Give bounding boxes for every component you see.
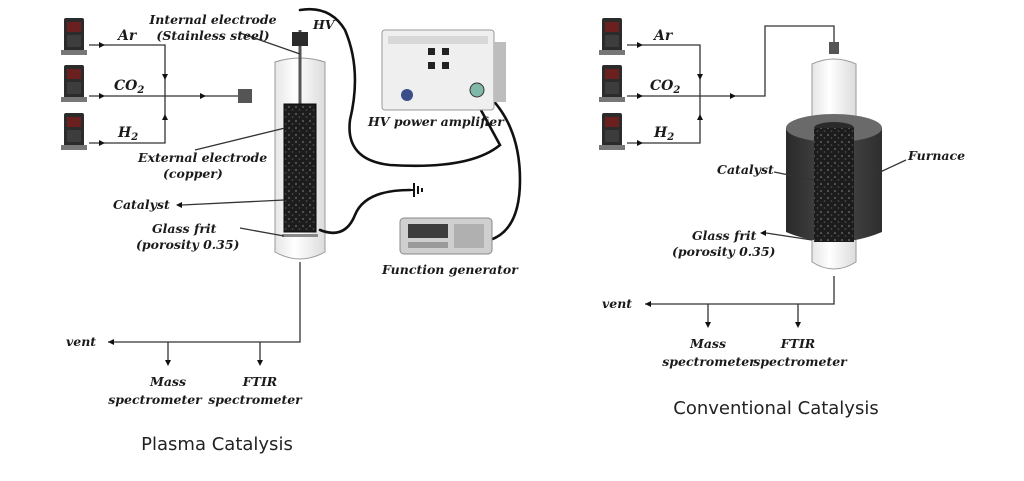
flow-arrow (99, 140, 105, 146)
catalyst-bed-external-electrode (283, 103, 317, 233)
flow-arrow (162, 114, 168, 120)
ftir-spectrometer-label-line2: spectrometer (753, 354, 848, 369)
conventional-catalysis-caption: Conventional Catalysis (673, 398, 878, 419)
glass-frit-label: Glass frit (692, 228, 757, 243)
hv-power-amplifier-label: HV power amplifier (367, 114, 505, 129)
hv-cable (298, 7, 502, 168)
mass-flow-controller-co2 (61, 65, 87, 102)
gas-label-ar: Ar (116, 28, 138, 44)
function-generator-label: Function generator (381, 262, 519, 277)
mass-spectrometer-label-line2: spectrometer (662, 354, 757, 369)
vent-label: vent (602, 296, 632, 311)
internal-electrode-material-label: (Stainless steel) (156, 28, 269, 43)
plasma-catalysis-caption: Plasma Catalysis (141, 434, 293, 455)
conventional-catalysis-setup: Ar CO2 H2 Catalyst Furnace Glass frit (p… (599, 18, 965, 419)
gas-line-h2 (89, 96, 166, 144)
glass-frit-label: Glass frit (152, 221, 217, 236)
gas-line-co2 (627, 25, 835, 97)
mass-spectrometer-label-line1: Mass (149, 374, 186, 389)
ground-symbol-icon (410, 183, 423, 197)
function-generator-device (399, 217, 493, 255)
ground-cable (318, 188, 412, 235)
inlet-fitting (238, 89, 252, 103)
electrode-connector (292, 32, 308, 46)
mass-flow-controller-h2 (61, 113, 87, 150)
porosity-label: (porosity 0.35) (136, 237, 240, 252)
outlet-line (108, 262, 301, 343)
outlet-line (645, 276, 835, 305)
mass-spectrometer-label-line1: Mass (689, 336, 726, 351)
hv-label: HV (312, 17, 336, 32)
flow-arrow (99, 42, 105, 48)
gas-label-h2: H2 (653, 125, 674, 143)
gas-label-co2: CO2 (650, 78, 680, 96)
glass-frit (282, 234, 318, 237)
external-electrode-material-label: (copper) (163, 166, 223, 181)
signal-cable (478, 86, 522, 242)
mass-flow-controller-ar (599, 18, 625, 55)
flow-arrow (99, 93, 105, 99)
ftir-spectrometer-label-line1: FTIR (242, 374, 277, 389)
flow-arrow (200, 93, 206, 99)
ftir-spectrometer-label-line1: FTIR (780, 336, 815, 351)
mass-flow-controller-co2 (599, 65, 625, 102)
hv-power-amplifier-device (381, 29, 506, 111)
catalyst-bed (814, 128, 854, 242)
flow-arrow (162, 74, 168, 80)
porosity-label: (porosity 0.35) (672, 244, 776, 259)
ftir-spectrometer-label-line2: spectrometer (208, 392, 303, 407)
external-electrode-label: External electrode (137, 150, 267, 165)
catalyst-label: Catalyst (717, 162, 774, 177)
mass-flow-controller-h2 (599, 113, 625, 150)
furnace-label: Furnace (907, 148, 965, 163)
catalyst-label: Catalyst (113, 197, 170, 212)
vent-label: vent (66, 334, 96, 349)
gas-label-co2: CO2 (114, 78, 144, 96)
gas-label-h2: H2 (117, 125, 138, 143)
mass-spectrometer-label-line2: spectrometer (108, 392, 203, 407)
internal-electrode-label: Internal electrode (148, 12, 276, 27)
plasma-catalysis-setup: Ar CO2 H2 (61, 7, 522, 455)
gas-line-h2 (627, 96, 701, 144)
inlet-fitting (829, 42, 839, 54)
gas-label-ar: Ar (652, 28, 674, 44)
mass-flow-controller-ar (61, 18, 87, 55)
